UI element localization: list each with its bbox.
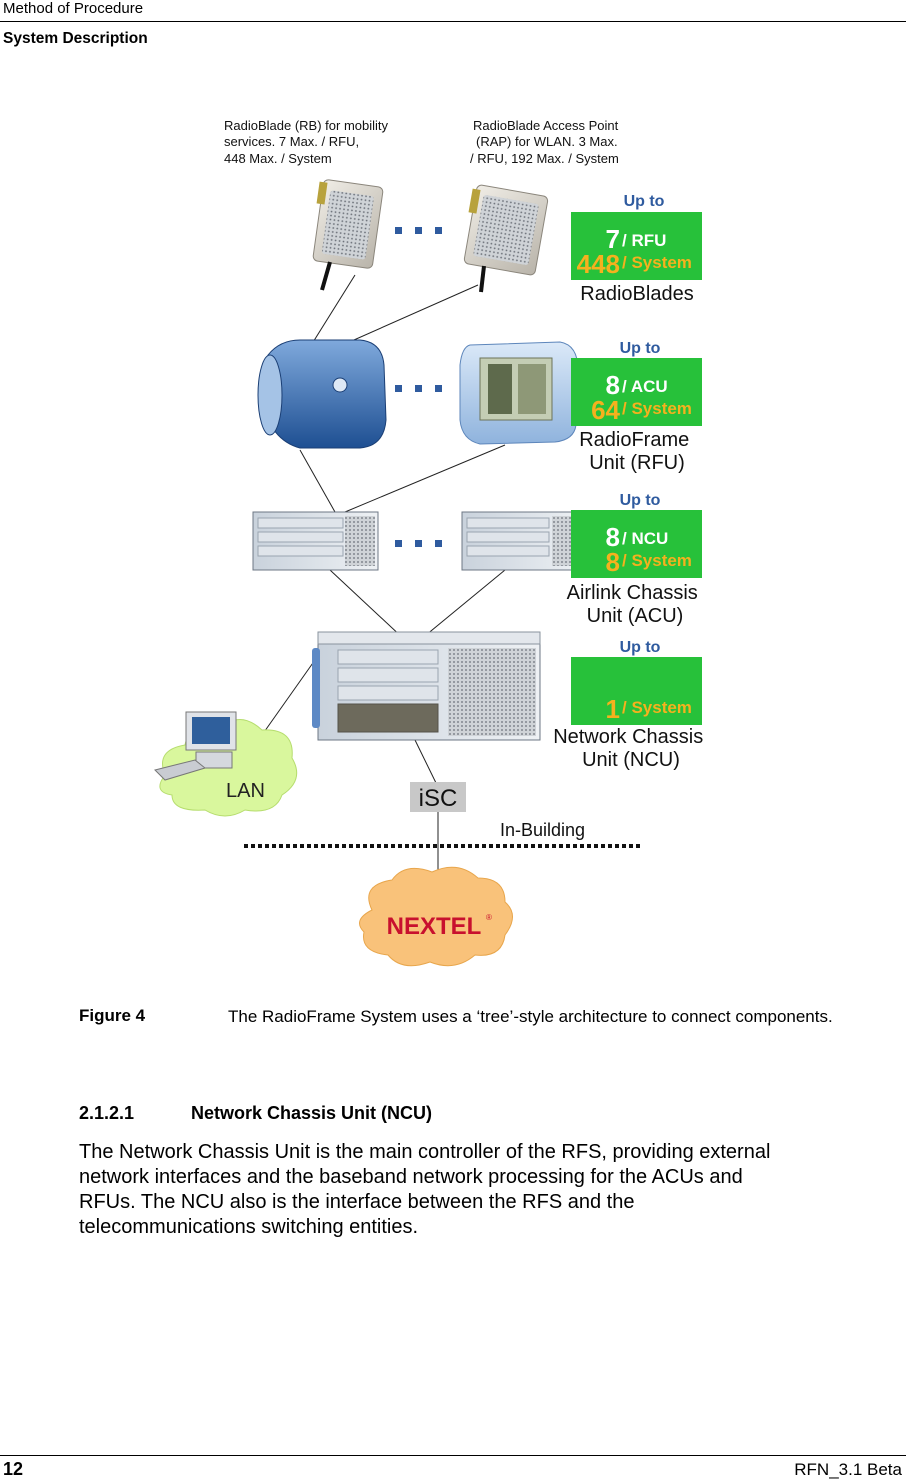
rb-note: RadioBlade (RB) for mobility services. 7… (224, 118, 392, 166)
badge-rfu-n2: 64 (591, 395, 620, 425)
badge-ncu-upto: Up to (620, 639, 661, 656)
section-body: The Network Chassis Unit is the main con… (79, 1140, 889, 1240)
badge-acu-upto: Up to (620, 492, 661, 509)
badge-radioblades-u2: / System (622, 253, 692, 272)
badge-radioblades-u1: / RFU (622, 231, 666, 250)
header-section-title: System Description (3, 30, 148, 47)
isc-box: iSC (410, 782, 466, 812)
section-number: 2.1.2.1 (79, 1103, 135, 1123)
badge-ncu-u2: / System (622, 698, 692, 717)
figure-caption-text: The RadioFrame System uses a ‘tree’-styl… (228, 1007, 833, 1026)
acu-chassis-left (252, 511, 379, 571)
system-architecture-figure: RadioBlade (RB) for mobility services. 7… (154, 118, 709, 967)
acu-chassis-right (461, 511, 585, 571)
badge-rfu: Up to 8 / ACU 64 / System RadioFrame Uni… (571, 340, 702, 474)
nextel-registered-mark: ® (486, 913, 492, 922)
isc-label: iSC (419, 785, 458, 812)
ellipsis-dots (395, 227, 442, 547)
badge-acu-label: Airlink Chassis Unit (ACU) (567, 582, 704, 627)
badge-acu-box (571, 510, 702, 578)
page-number: 12 (3, 1459, 24, 1479)
body-line: network interfaces and the baseband netw… (79, 1166, 743, 1188)
computer-icon (154, 711, 237, 781)
badge-acu-n1: 8 (606, 522, 620, 552)
header-rule (0, 21, 906, 22)
badge-radioblades-n2: 448 (577, 249, 620, 279)
footer-rule (0, 1455, 906, 1456)
radioblade-device-left (312, 179, 384, 291)
lan-label: LAN (226, 780, 265, 802)
badge-acu-n2: 8 (606, 547, 620, 577)
badge-radioblades-n1: 7 (606, 224, 620, 254)
badge-rfu-label: RadioFrame Unit (RFU) (579, 429, 695, 474)
badge-acu-u1: / NCU (622, 529, 668, 548)
badge-ncu: Up to 1 / System Network Chassis Unit (N… (553, 639, 709, 771)
badge-radioblades-upto: Up to (624, 193, 665, 210)
badge-rfu-n1: 8 (606, 370, 620, 400)
rfu-closed-device (257, 339, 387, 449)
badge-ncu-label: Network Chassis Unit (NCU) (553, 726, 709, 771)
badge-radioblades-label: RadioBlades (580, 283, 693, 305)
badge-rfu-upto: Up to (620, 340, 661, 357)
nextel-cloud: NEXTEL ® (359, 866, 513, 967)
figure-caption-label: Figure 4 (79, 1006, 146, 1025)
body-line: The Network Chassis Unit is the main con… (79, 1141, 771, 1163)
badge-rfu-box (571, 358, 702, 426)
badge-radioblades-box (571, 212, 702, 280)
badge-ncu-n2: 1 (606, 694, 620, 724)
rap-note: RadioBlade Access Point (RAP) for WLAN. … (470, 118, 622, 166)
ncu-chassis (312, 631, 541, 741)
tree-connections (261, 274, 506, 786)
badge-rfu-u2: / System (622, 399, 692, 418)
badge-acu: Up to 8 / NCU 8 / System Airlink Chassis… (567, 492, 704, 627)
body-line: telecommunications switching entities. (79, 1216, 419, 1238)
header-doc-type: Method of Procedure (3, 0, 144, 17)
document-id: RFN_3.1 Beta (794, 1460, 902, 1479)
nextel-logo: NEXTEL (387, 913, 482, 940)
badge-rfu-u1: / ACU (622, 377, 668, 396)
rfu-open-device (459, 341, 579, 445)
radioblade-device-right (463, 184, 549, 293)
badge-radioblades: Up to 7 / RFU 448 / System RadioBlades (571, 193, 702, 305)
badge-acu-u2: / System (622, 551, 692, 570)
body-line: RFUs. The NCU also is the interface betw… (79, 1191, 635, 1213)
section-heading: Network Chassis Unit (NCU) (191, 1103, 433, 1123)
badge-ncu-box (571, 657, 702, 725)
in-building-label: In-Building (500, 820, 585, 840)
